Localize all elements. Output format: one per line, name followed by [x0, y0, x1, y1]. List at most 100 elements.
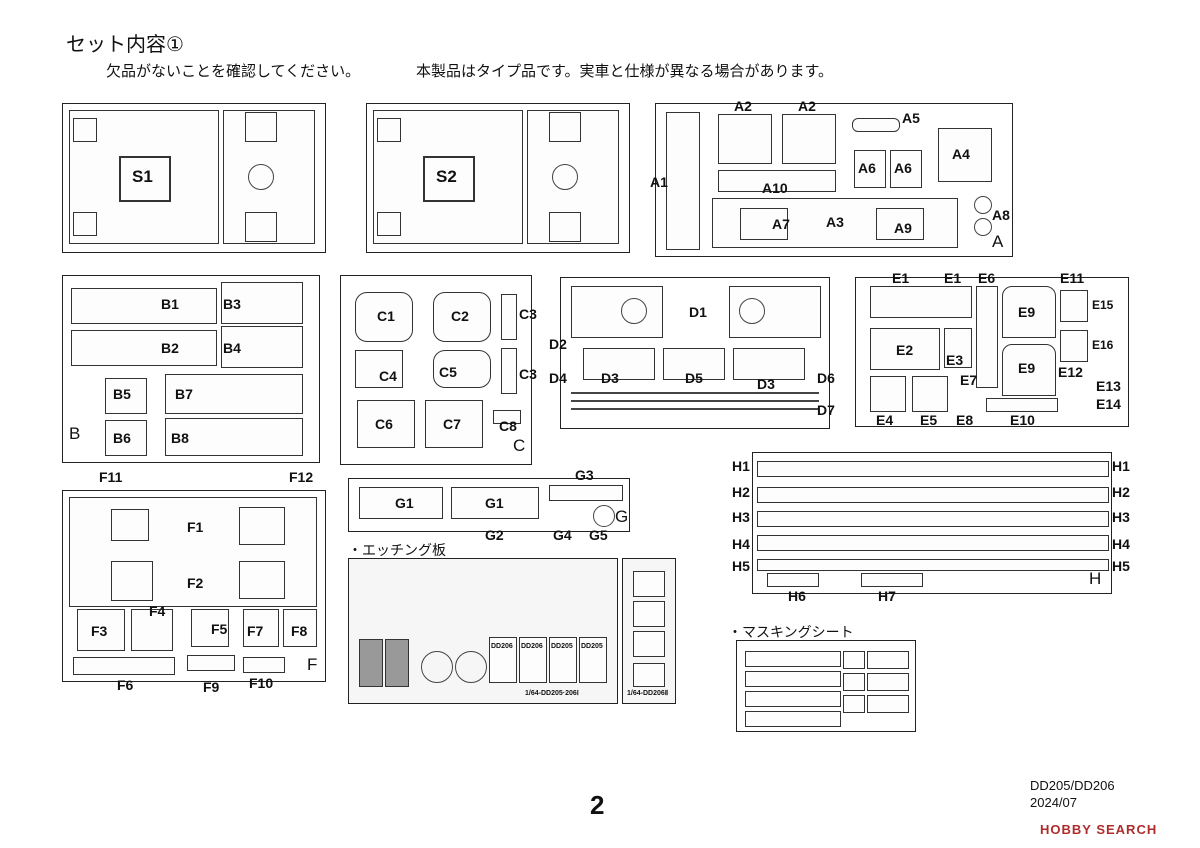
label-e11: E11	[1060, 270, 1085, 286]
etch-plate-number	[549, 637, 577, 683]
d-round-feature	[739, 298, 765, 324]
part-a5	[852, 118, 900, 132]
s2-window	[377, 212, 401, 236]
etch-text: DD205	[551, 643, 573, 650]
label-h4: H4	[1112, 536, 1130, 552]
label-g2: G2	[485, 527, 504, 543]
part-label-s1: S1	[132, 167, 153, 186]
label-h1: H1	[1112, 458, 1130, 474]
part-f7	[243, 609, 279, 647]
part-e6-strip	[976, 286, 998, 388]
part-h6	[767, 573, 819, 587]
etch-plate-label: 1/64-DD206Ⅱ	[627, 690, 669, 697]
part-a9-2	[974, 218, 992, 236]
sprue-s2: S2	[366, 103, 630, 253]
label-g4: G4	[553, 527, 572, 543]
label-h7: H7	[878, 588, 896, 604]
label-a4: A4	[952, 146, 970, 162]
s2-window	[549, 112, 581, 142]
etching-plate-1: DD206 DD206 DD205 DD205 1/64-DD205·206Ⅰ	[348, 558, 618, 704]
part-d-top-left	[571, 286, 663, 338]
label-h4: H4	[732, 536, 750, 552]
etching-plate-2: 1/64-DD206Ⅱ	[622, 558, 676, 704]
mask-window	[867, 651, 909, 669]
label-f4: F4	[149, 603, 166, 619]
label-a5: A5	[902, 110, 920, 126]
sprue-f: F11 F12 F1 F2 F3 F4 F5 F7 F8 F6 F9 F10 F	[62, 469, 326, 695]
part-d3-2	[733, 348, 805, 380]
label-e9: E9	[1018, 304, 1036, 320]
part-c2	[433, 292, 491, 342]
page-title: セット内容①	[66, 32, 184, 56]
masking-sheet	[736, 640, 916, 732]
label-a7: A7	[772, 216, 790, 232]
sprue-letter-a: A	[992, 232, 1004, 251]
part-c4	[355, 350, 403, 388]
part-d7-rod	[571, 400, 819, 402]
part-b3	[221, 282, 303, 324]
etch-plate-label: 1/64-DD205·206Ⅰ	[525, 690, 579, 697]
mask-strip	[745, 711, 841, 727]
label-b5: B5	[113, 386, 131, 402]
label-a9: A8	[992, 207, 1010, 223]
label-f9: F9	[203, 679, 220, 695]
part-e10	[986, 398, 1058, 412]
label-d1: D1	[689, 304, 707, 320]
label-e10: E10	[1010, 412, 1035, 428]
part-a8	[876, 208, 924, 240]
sprue-c: C1 C2 C3 C4 C5 C3 C6 C7 C8 C	[340, 275, 537, 465]
part-f6	[73, 657, 175, 675]
s1-window	[245, 212, 277, 242]
part-c6	[357, 400, 415, 448]
label-b1: B1	[161, 296, 179, 312]
etch-plate-number	[519, 637, 547, 683]
mask-strip	[745, 691, 841, 707]
mask-window	[867, 673, 909, 691]
s2-vent	[552, 164, 578, 190]
part-d7-rod	[571, 392, 819, 394]
part-f10	[243, 657, 285, 673]
label-f6: F6	[117, 677, 134, 693]
sprue-d: D1 D2 D3 D5 D3 D4 D6 D7	[549, 277, 835, 429]
part-h5-row	[757, 559, 1109, 571]
part-b5	[105, 378, 147, 414]
part-a7	[740, 208, 788, 240]
date: 2024/07	[1030, 795, 1077, 810]
label-f2: F2	[187, 575, 204, 591]
label-b8: B8	[171, 430, 189, 446]
label-a2: A2	[734, 98, 752, 114]
part-b1	[71, 288, 217, 324]
label-h3: H3	[1112, 509, 1130, 525]
mask-strip	[745, 671, 841, 687]
part-g3	[549, 485, 623, 501]
part-f12-2	[239, 561, 285, 599]
s2-window	[377, 118, 401, 142]
label-a6: A6	[894, 160, 912, 176]
label-e6: E6	[978, 270, 996, 286]
label-e8: E8	[956, 412, 974, 428]
etch-part	[633, 631, 665, 657]
part-c1	[355, 292, 413, 342]
label-e7: E7	[960, 372, 978, 388]
part-e5	[912, 376, 948, 412]
part-e9-2	[1002, 344, 1056, 396]
part-h7	[861, 573, 923, 587]
part-e2	[870, 328, 940, 370]
label-d6: D6	[817, 370, 835, 386]
part-a2-2	[782, 114, 836, 164]
part-f5	[191, 609, 229, 647]
label-d4: D4	[549, 370, 567, 386]
label-h5: H5	[1112, 558, 1130, 574]
label-e5: E5	[920, 412, 938, 428]
label-c5: C5	[439, 364, 457, 380]
label-b7: B7	[175, 386, 193, 402]
label-c1: C1	[377, 308, 395, 324]
mask-strip	[745, 651, 841, 667]
part-f12-1	[239, 507, 285, 545]
s1-window	[73, 212, 97, 236]
label-e3: E3	[946, 352, 964, 368]
part-c3-1	[501, 294, 517, 340]
label-f12: F12	[289, 469, 314, 485]
etch-part	[385, 639, 409, 687]
part-f9	[187, 655, 235, 671]
